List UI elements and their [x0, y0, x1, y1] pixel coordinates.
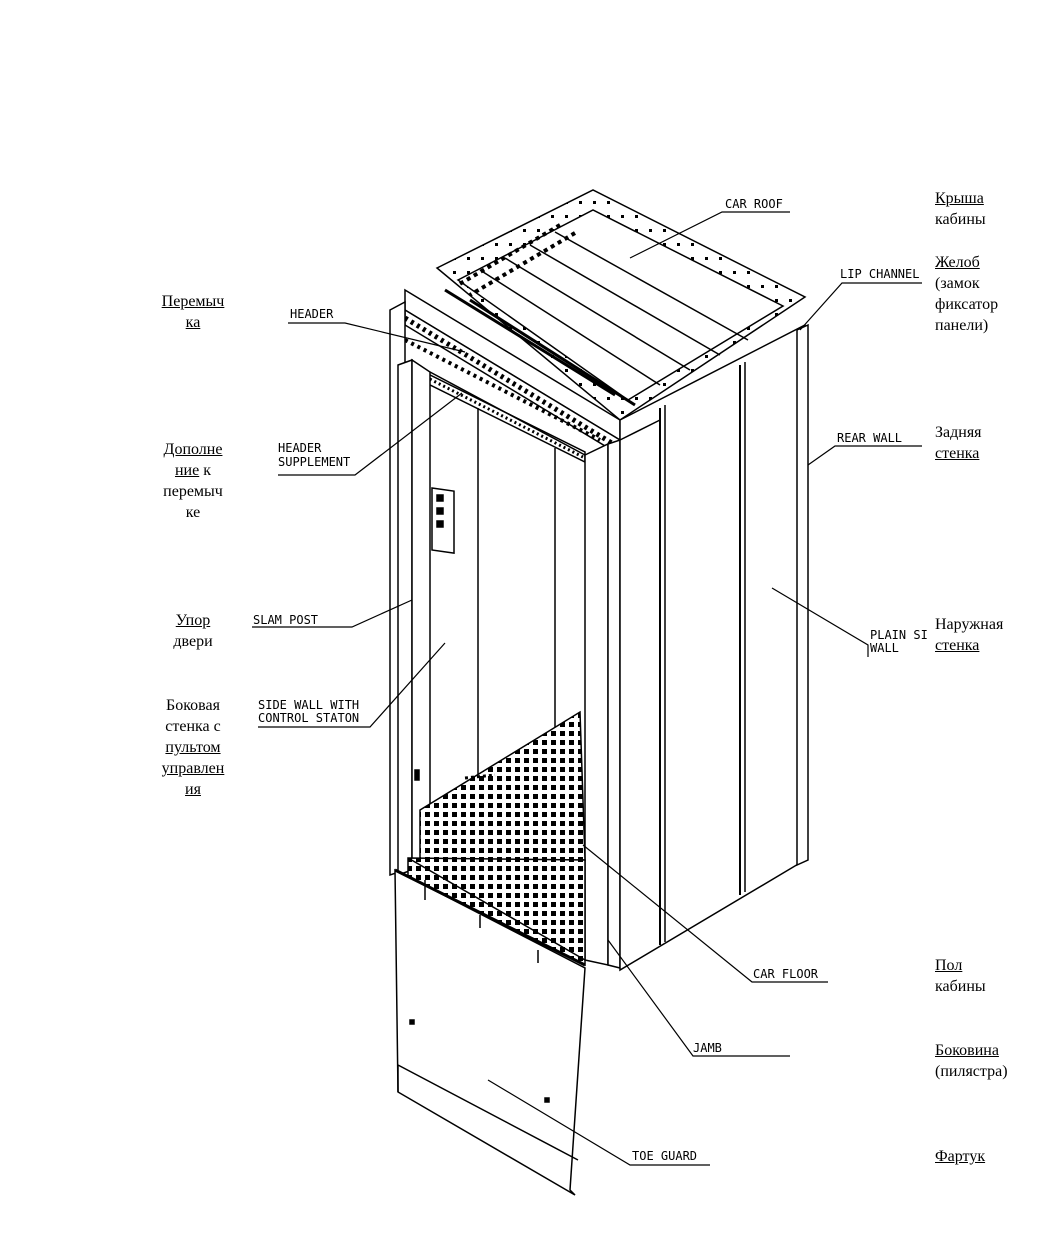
label-car-floor: CAR FLOOR — [753, 967, 819, 981]
label-plain-side-wall-2: WALL — [870, 641, 899, 655]
ru-slam-post: Упор двери — [173, 612, 213, 650]
ru-side-wall-control: Боковая стенка с пультом управлен ия — [161, 697, 225, 798]
car-body — [389, 300, 809, 972]
label-rear-wall: REAR WALL — [837, 431, 902, 445]
ru-lip-channel: Желоб (замок фиксатор панели) — [935, 254, 999, 334]
label-lip-channel: LIP CHANNEL — [840, 267, 919, 281]
label-toe-guard: TOE GUARD — [632, 1149, 697, 1163]
label-plain-side-wall-1: PLAIN SI — [870, 628, 928, 642]
label-header-supplement-2: SUPPLEMENT — [278, 455, 350, 469]
label-side-wall-control-2: CONTROL STATON — [258, 711, 359, 725]
label-side-wall-control-1: SIDE WALL WITH — [258, 698, 359, 712]
toe-guard — [394, 868, 586, 1196]
label-slam-post: SLAM POST — [253, 613, 318, 627]
english-callouts: CAR ROOF LIP CHANNEL HEADER HEADER SUPPL… — [253, 197, 928, 1163]
leader-lines — [252, 211, 922, 1166]
ru-plain-wall: Наружная стенка — [935, 616, 1004, 654]
ru-rear-wall: Задняя стенка — [935, 424, 982, 462]
ru-car-floor: Пол кабины — [935, 957, 986, 995]
car-roof — [435, 189, 807, 421]
ru-header-supplement: Дополне ние к перемыч ке — [163, 441, 223, 521]
label-car-roof: CAR ROOF — [725, 197, 783, 211]
ru-jamb: Боковина (пилястра) — [935, 1042, 1008, 1080]
ru-roof: Крыша кабины — [935, 190, 986, 228]
label-header-supplement-1: HEADER — [278, 441, 322, 455]
label-jamb: JAMB — [693, 1041, 722, 1055]
label-header: HEADER — [290, 307, 334, 321]
ru-toe-guard: Фартук — [935, 1148, 986, 1165]
ru-header: Перемыч ка — [161, 293, 225, 331]
